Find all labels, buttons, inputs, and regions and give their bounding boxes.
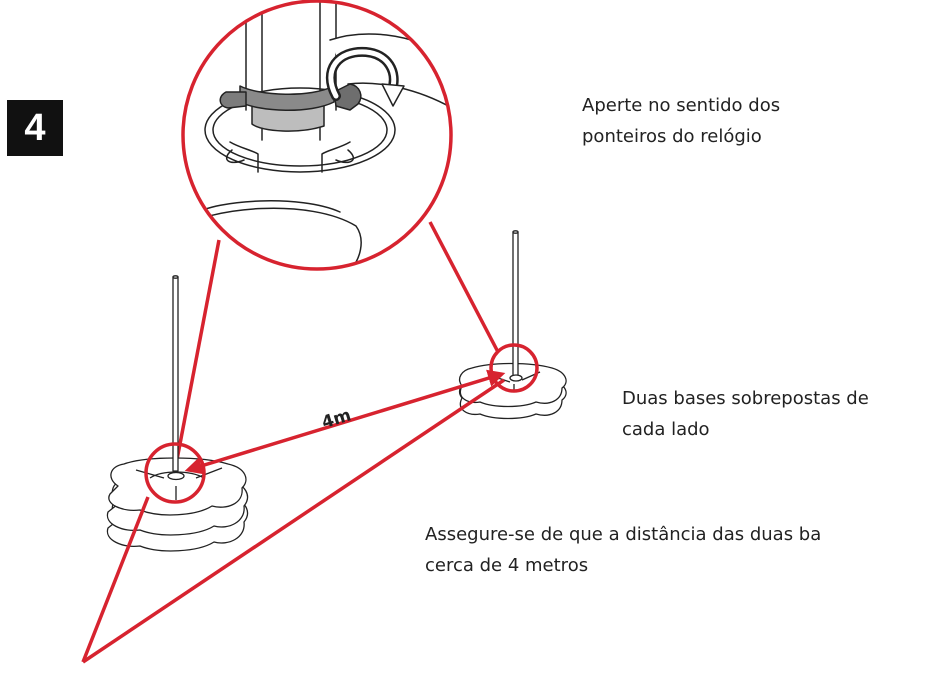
magnifier-circle-icon [181,0,453,271]
zoom-detail-circle [181,0,453,271]
caption-bases-line-1: Duas bases sobrepostas de [622,388,869,409]
step-number-badge: 4 [7,100,63,156]
caption-distance-line-2: cerca de 4 metros [425,555,589,576]
caption-bases-line-2: cada lado [622,419,710,440]
distance-label: 4m [319,405,353,433]
distance-arrow [184,369,506,475]
caption-tighten-line-1: Aperte no sentido dos [582,95,781,116]
caption-tighten-clockwise: Aperte no sentido dos ponteiros do relóg… [582,90,780,152]
left-pole-base-icon [106,275,249,552]
perspective-lines [81,378,505,664]
caption-stacked-bases: Duas bases sobrepostas de cada lado [622,383,869,445]
right-joint-highlight [489,343,539,393]
caption-distance-line-1: Assegure-se de que a distância das duas … [425,524,822,545]
zoom-callout-lines [173,221,500,471]
caption-distance: Assegure-se de que a distância das duas … [425,519,821,581]
caption-tighten-line-2: ponteiros do relógio [582,126,762,147]
